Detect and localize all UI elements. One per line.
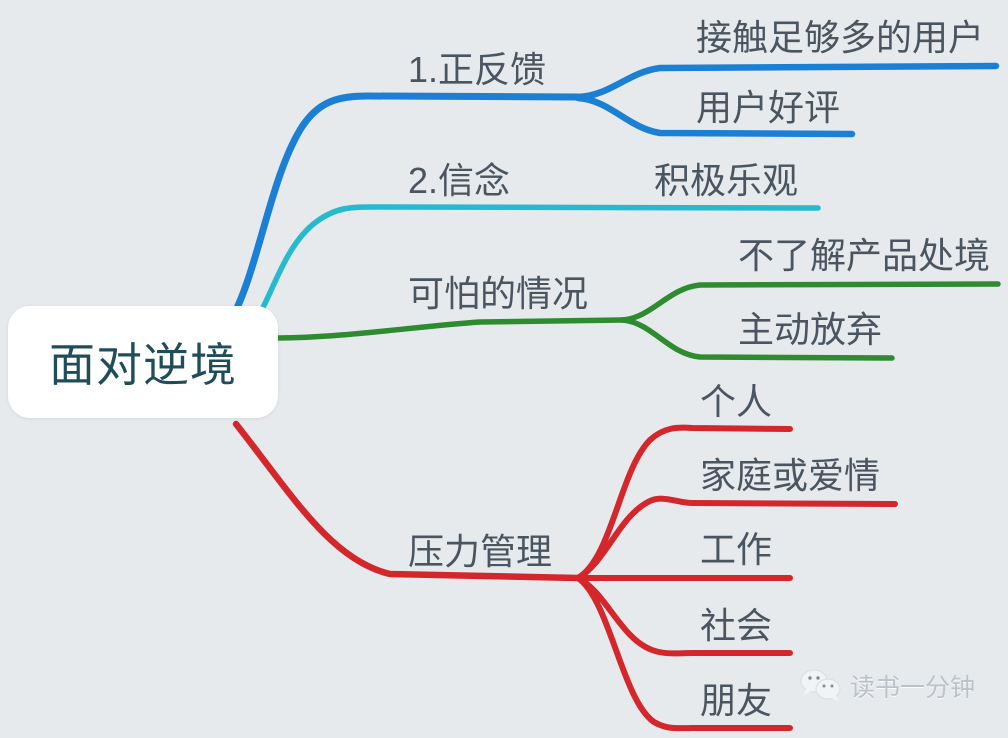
branch-line-belief (253, 204, 821, 323)
branch-line-user-praise (574, 94, 856, 138)
child-label-positive-optimistic[interactable]: 积极乐观 (654, 160, 799, 201)
branch-line-family-or-love (575, 495, 898, 581)
branch-line-society (575, 575, 793, 657)
child-label-not-understand-product[interactable]: 不了解产品处境 (738, 235, 991, 276)
central-node-label: 面对逆境 (49, 339, 237, 391)
branch-label-belief[interactable]: 2.信念 (408, 160, 511, 201)
watermark-label: 读书一分钟 (850, 674, 976, 702)
wechat-icon (800, 669, 841, 702)
child-label-work[interactable]: 工作 (700, 529, 773, 570)
branch-line-reach-enough-users (574, 62, 1000, 101)
branch-label-positive-feedback[interactable]: 1.正反馈 (408, 49, 547, 90)
branch-line-scary-situations (275, 317, 625, 341)
branch-line-positive-feedback (228, 92, 582, 322)
child-label-personal[interactable]: 个人 (700, 381, 773, 422)
child-label-society[interactable]: 社会 (700, 605, 773, 646)
branch-line-personal (575, 424, 793, 581)
child-label-voluntary-giving-up[interactable]: 主动放弃 (738, 309, 883, 350)
branch-label-scary-situations[interactable]: 可怕的情况 (408, 273, 589, 314)
branch-label-stress-management[interactable]: 压力管理 (408, 531, 553, 572)
child-label-family-or-love[interactable]: 家庭或爱情 (700, 455, 881, 496)
watermark: 读书一分钟 (800, 668, 975, 704)
branch-line-voluntary-giving-up (619, 317, 895, 361)
child-label-friends[interactable]: 朋友 (700, 680, 773, 721)
branch-line-friends (575, 575, 793, 732)
child-label-reach-enough-users[interactable]: 接触足够多的用户 (696, 17, 985, 58)
branch-line-stress-management (232, 420, 582, 582)
branch-line-not-understand-product (619, 281, 1001, 323)
central-node[interactable]: 面对逆境 (8, 306, 278, 418)
child-label-user-praise[interactable]: 用户好评 (696, 87, 841, 128)
